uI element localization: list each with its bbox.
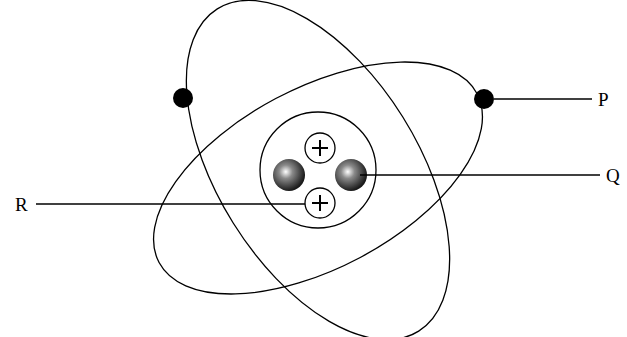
leader-line	[494, 98, 592, 99]
proton	[305, 133, 335, 163]
leader-line	[360, 174, 600, 175]
leader-line	[36, 203, 305, 204]
part-label: P	[598, 90, 609, 109]
plus-sign	[312, 195, 328, 211]
nucleus	[260, 112, 376, 228]
electron	[173, 88, 193, 108]
part-label: R	[15, 195, 28, 214]
electron	[474, 89, 494, 109]
plus-sign	[312, 140, 328, 156]
part-label: Q	[606, 166, 620, 185]
proton	[305, 188, 335, 218]
neutron	[273, 159, 305, 191]
